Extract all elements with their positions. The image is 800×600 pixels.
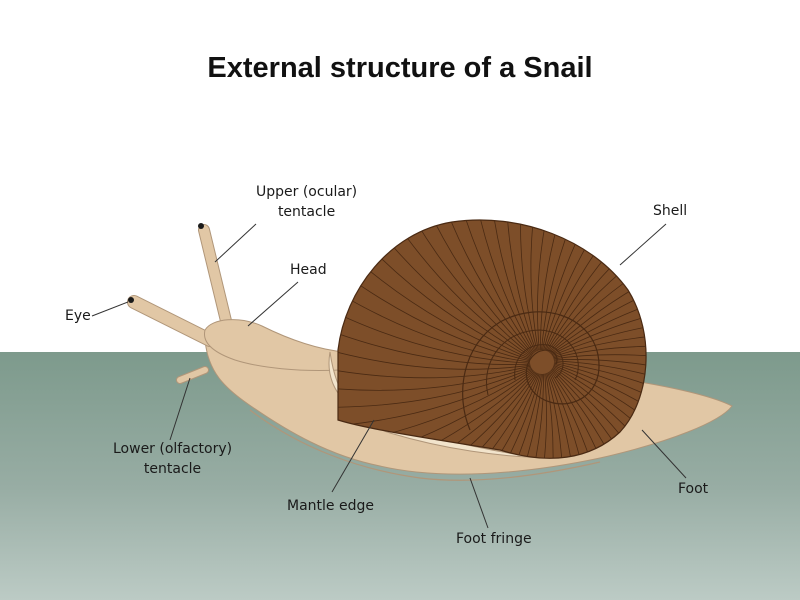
- label-upper-tentacle-line1: Upper (ocular): [256, 184, 358, 200]
- shell-growth-line: [553, 363, 647, 459]
- shell-growth-line: [550, 275, 647, 355]
- shell-growth-line: [390, 219, 532, 357]
- shell-growth-line: [426, 219, 534, 355]
- shell-growth-line: [520, 219, 538, 352]
- shell-growth-line: [338, 363, 531, 379]
- shell-growth-line: [530, 219, 551, 351]
- shell-growth-line: [505, 219, 537, 352]
- leader-upper-tentacle: [214, 223, 257, 263]
- label-head: Head: [290, 262, 327, 278]
- shell-growth-line: [550, 369, 647, 459]
- shell-growth-line: [338, 367, 532, 408]
- leader-lines: [91, 223, 687, 529]
- leader-foot-fringe: [469, 477, 489, 529]
- snail-shell: [337, 219, 647, 459]
- shell-growth-line: [393, 373, 539, 459]
- label-upper-tentacle: Upper (ocular) tentacle: [256, 182, 357, 222]
- label-eye: Eye: [65, 308, 91, 324]
- shell-growth-line: [552, 316, 647, 357]
- shell-growth-line: [465, 219, 535, 353]
- shell-growth-line: [490, 373, 545, 459]
- label-lower-tentacle: Lower (olfactory) tentacle: [113, 439, 232, 479]
- leader-lower-tentacle: [169, 377, 191, 441]
- shell-growth-line: [537, 219, 573, 351]
- shell-growth-line: [552, 333, 647, 358]
- label-lower-tentacle-line2: tentacle: [143, 461, 202, 477]
- shell-growth-line: [374, 219, 532, 358]
- shell-whorl-outline: [462, 311, 600, 431]
- shell-growth-line: [486, 219, 536, 353]
- shell-growth-line: [553, 345, 647, 361]
- shell-growth-line: [338, 366, 532, 391]
- label-upper-tentacle-line2: tentacle: [277, 204, 336, 220]
- eye-upper: [198, 223, 204, 229]
- shell-growth-line: [542, 219, 635, 351]
- diagram-title: External structure of a Snail: [207, 52, 593, 84]
- shell-growth-line: [546, 372, 564, 459]
- shell-growth-line: [553, 354, 647, 382]
- shell-growth-line: [449, 373, 542, 459]
- shell-growth-line: [429, 373, 541, 459]
- shell-growth-line: [547, 372, 579, 459]
- leader-head: [247, 281, 299, 327]
- shell-growth-line: [553, 359, 647, 404]
- shell-growth-line: [553, 361, 647, 445]
- shell-growth-line: [548, 371, 598, 459]
- shell-growth-line: [551, 295, 647, 356]
- shell-growth-line: [338, 370, 534, 459]
- leader-eye: [91, 301, 129, 317]
- leader-mantle-edge: [331, 419, 375, 493]
- shell-growth-line: [533, 373, 554, 459]
- shell-growth-line: [469, 373, 543, 459]
- shell-growth-line: [553, 362, 647, 459]
- shell-growth-line: [553, 364, 647, 459]
- shell-growth-line: [549, 370, 639, 459]
- label-mantle-edge: Mantle edge: [287, 498, 374, 514]
- shell-growth-line: [377, 372, 538, 459]
- label-foot-fringe: Foot fringe: [456, 531, 532, 547]
- shell-growth-line: [338, 320, 531, 365]
- label-lower-tentacle-line1: Lower (olfactory): [113, 441, 233, 457]
- shell-growth-line: [411, 373, 540, 459]
- shell-growth-line: [539, 219, 594, 351]
- eye: [128, 297, 134, 303]
- label-foot: Foot: [678, 481, 709, 497]
- shell-growth-line: [338, 342, 531, 370]
- label-shell: Shell: [653, 203, 688, 219]
- shell-growth-line: [553, 360, 647, 425]
- shell-growth-line: [541, 219, 615, 351]
- shell-growth-line: [338, 371, 535, 459]
- leader-foot: [641, 429, 687, 479]
- foot-fringe-edge: [249, 409, 601, 481]
- shell-growth-line: [445, 219, 535, 354]
- shell-growth-line: [407, 219, 533, 356]
- shell-growth-line: [549, 371, 619, 459]
- leader-shell: [619, 223, 667, 266]
